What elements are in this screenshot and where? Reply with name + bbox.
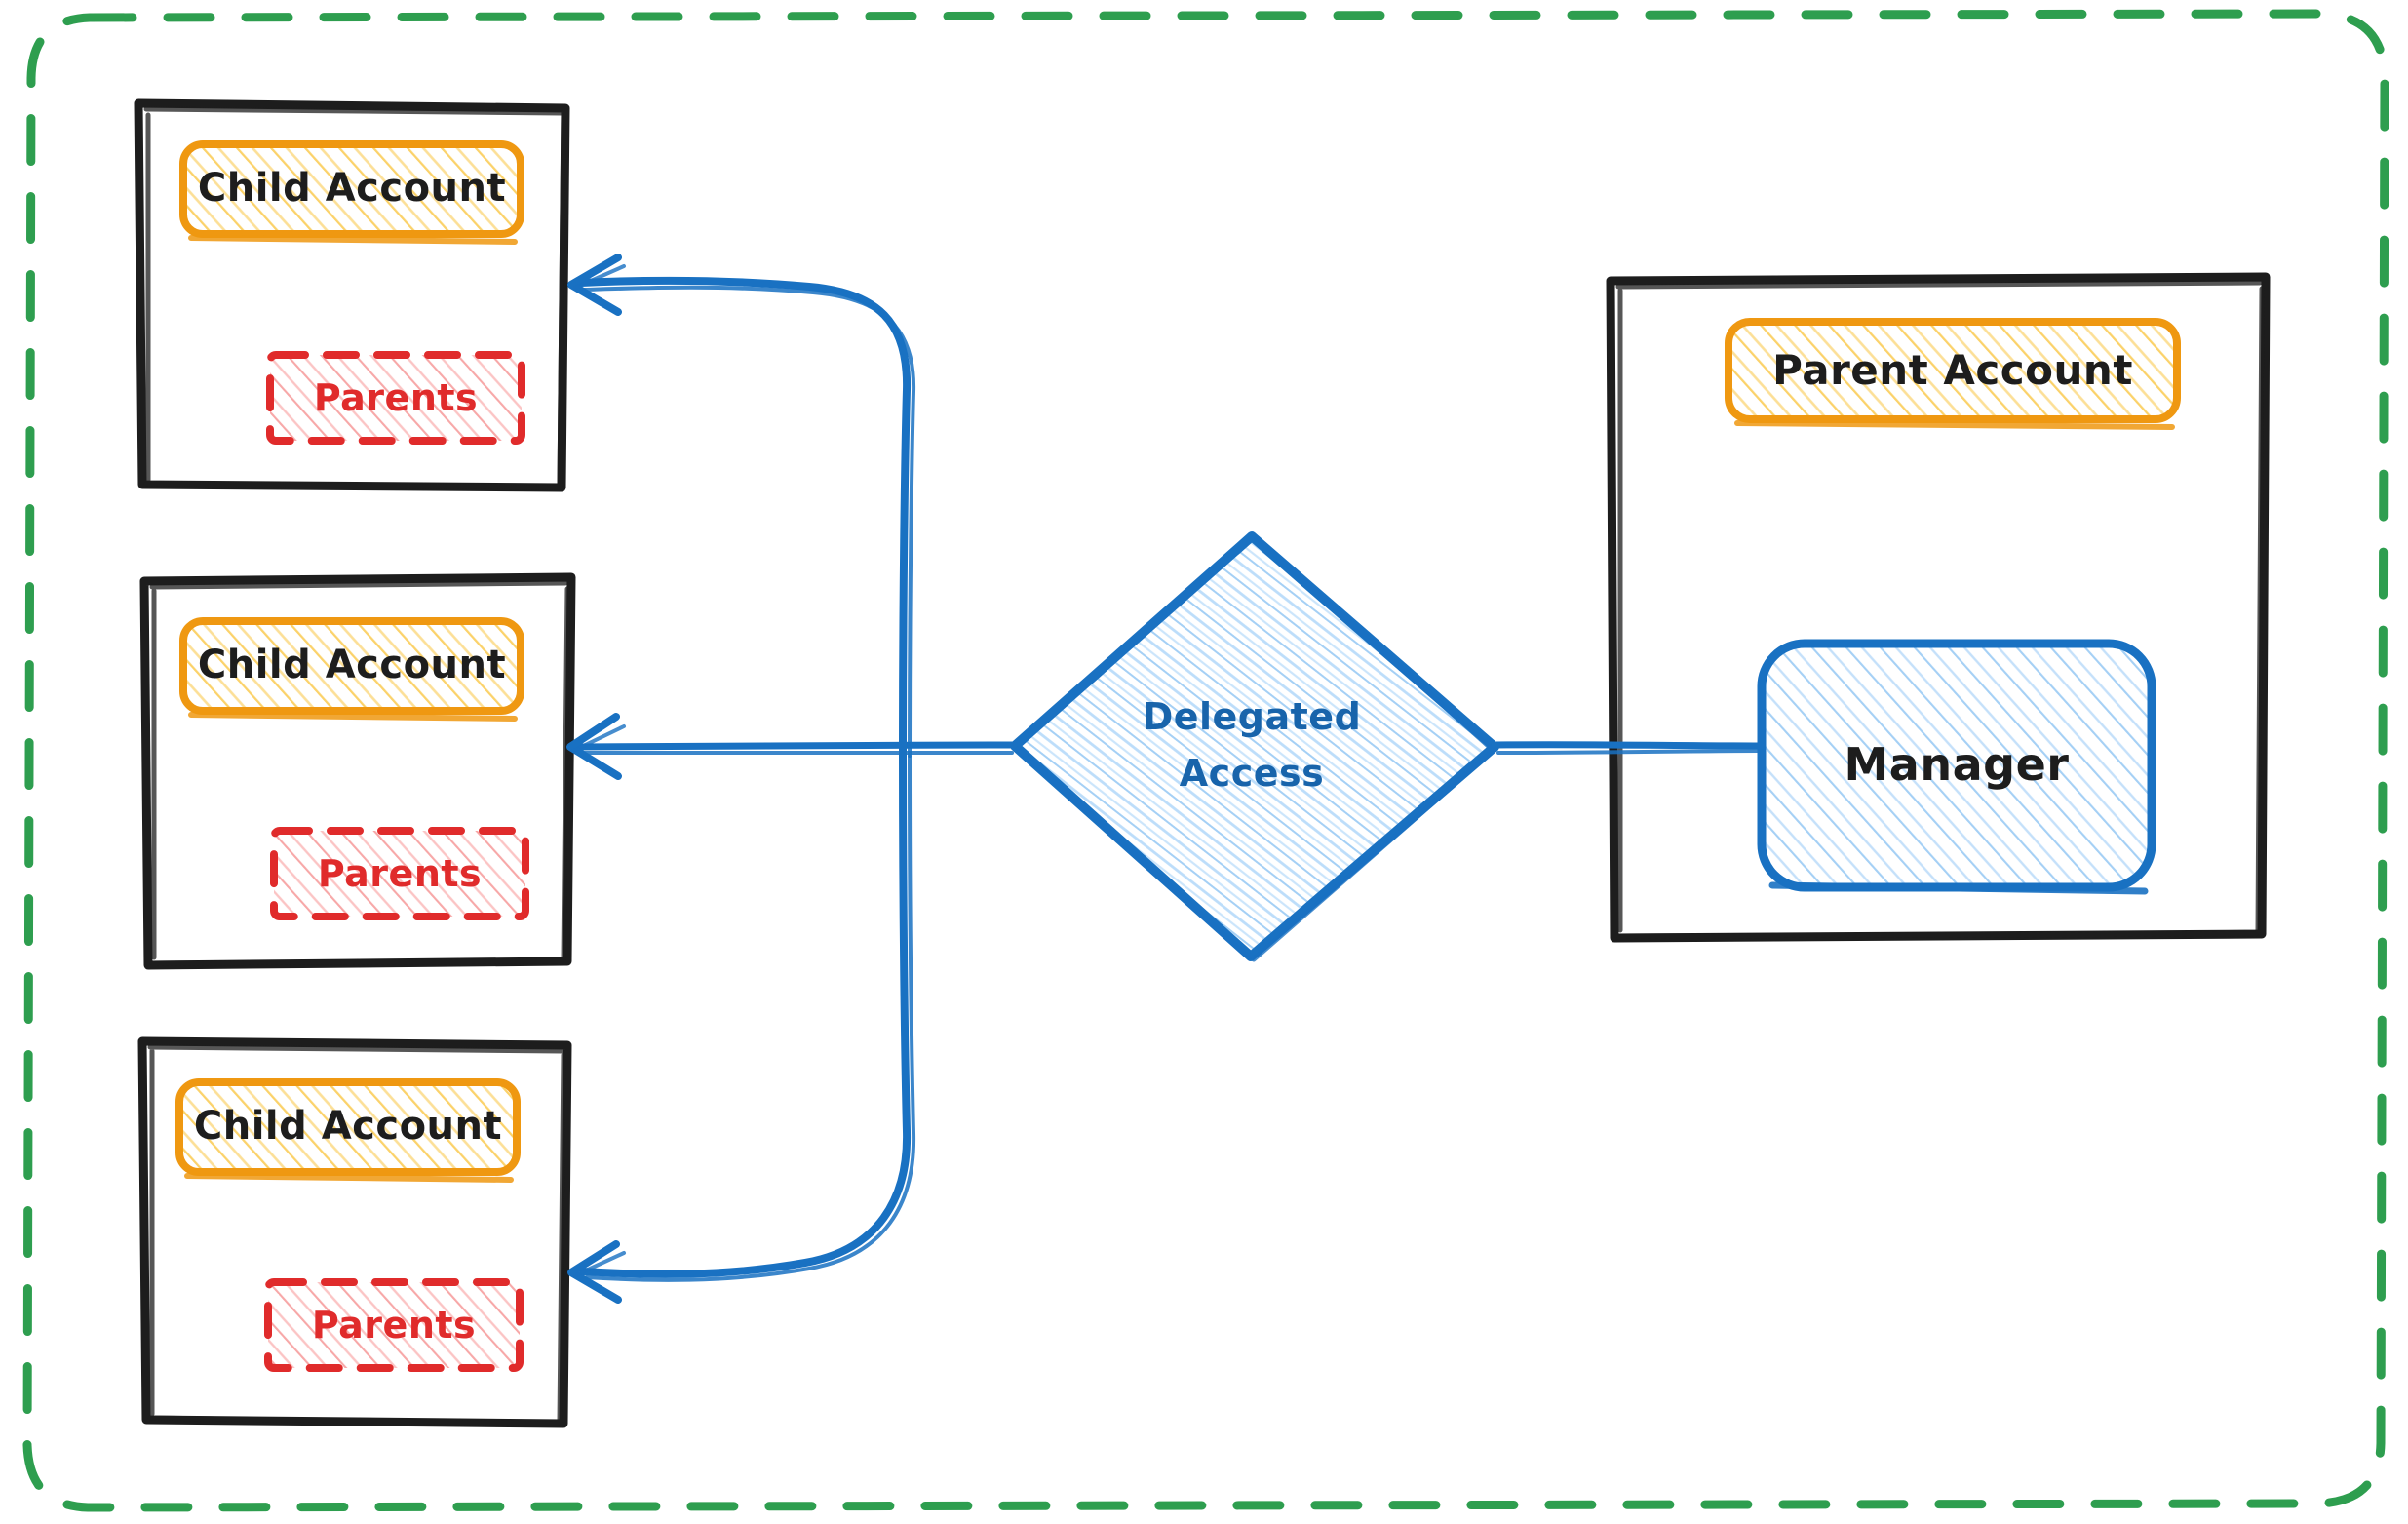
parent-account-panel[interactable]: Parent Account Manager [1606,272,2271,943]
child-account-label-3: Child Account [194,1104,502,1149]
delegated-access-label-line2: Access [1180,752,1324,795]
child-account-label-1: Child Account [198,166,506,211]
manager-chip[interactable]: Manager [1757,639,2156,895]
delegated-access-to-child-3-arrow [567,749,916,1304]
parents-label-3: Parents [312,1304,476,1347]
parents-label-2: Parents [318,852,482,895]
child-account-chip-1[interactable]: Child Account [179,140,524,245]
child-account-panel-1[interactable]: Child Account Parents [134,98,570,492]
parents-label-1: Parents [314,376,478,419]
delegated-access-to-child-1-arrow [567,254,916,758]
manager-label: Manager [1845,738,2070,791]
manager-to-delegated-access-connector [1491,741,1765,755]
delegated-access-diamond[interactable]: Delegated Access [1010,531,1499,962]
child-account-panel-3[interactable]: Child Account Parents [137,1036,572,1428]
child-account-chip-3[interactable]: Child Account [175,1078,521,1183]
organization-boundary [22,9,2389,1512]
child-account-chip-2[interactable]: Child Account [179,617,524,722]
child-account-label-2: Child Account [198,643,506,687]
delegated-access-to-child-2-arrow [566,713,1018,780]
parents-chip-2[interactable]: Parents [270,827,529,920]
parents-chip-3[interactable]: Parents [264,1278,524,1372]
parent-account-chip[interactable]: Parent Account [1725,318,2181,430]
child-account-panel-2[interactable]: Child Account Parents [139,572,576,970]
delegated-access-label-line1: Delegated [1143,695,1362,738]
parent-account-label: Parent Account [1772,346,2133,394]
parents-chip-1[interactable]: Parents [266,351,525,445]
